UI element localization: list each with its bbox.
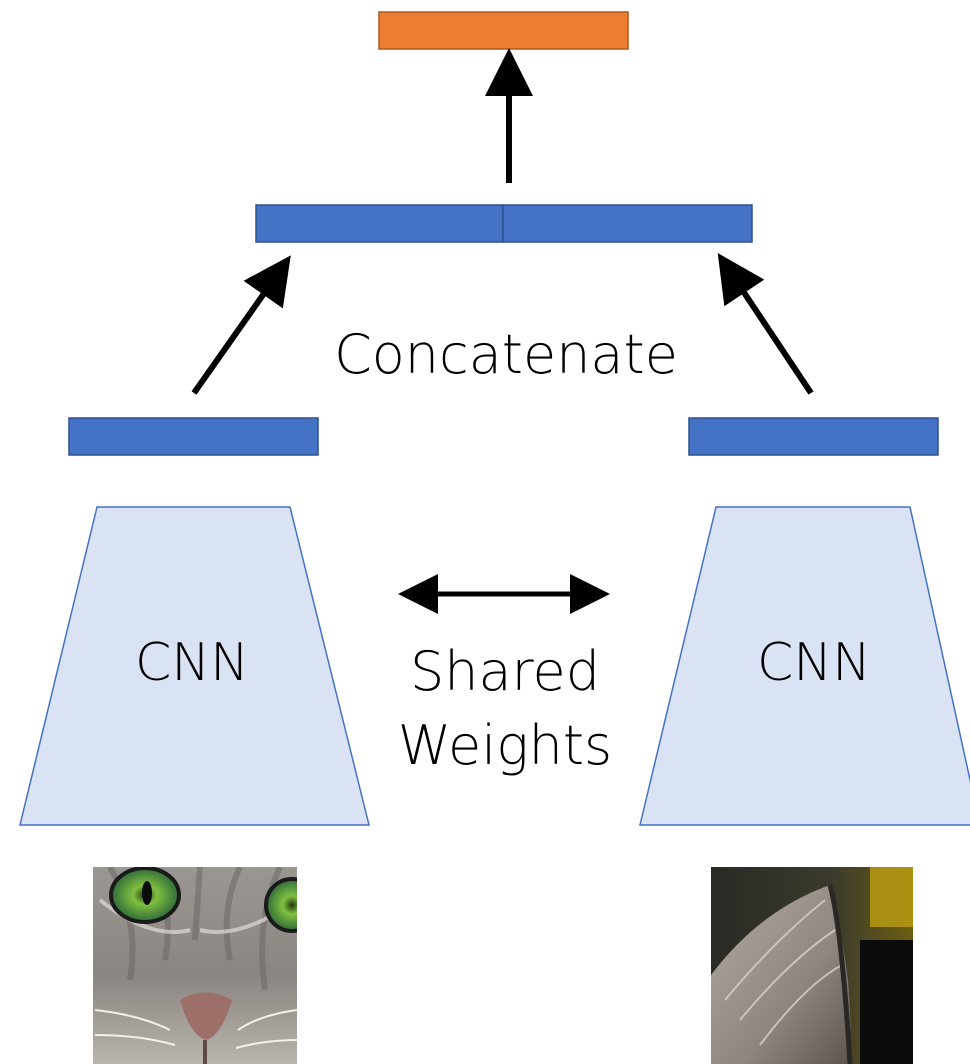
weights-label: Weights bbox=[398, 714, 612, 777]
output-vector bbox=[378, 11, 629, 50]
concat-vector-left-half bbox=[255, 204, 504, 243]
concat-vector-right-half bbox=[502, 204, 753, 243]
shared-label: Shared bbox=[410, 640, 600, 703]
left-feature-vector bbox=[68, 417, 319, 456]
right-concat-arrow bbox=[717, 253, 814, 395]
concatenate-label: Concatenate bbox=[334, 323, 678, 386]
left-cnn-label: CNN bbox=[135, 633, 249, 693]
cat-face-patch-image bbox=[93, 867, 297, 1064]
left-cnn-block bbox=[19, 506, 370, 826]
right-feature-vector bbox=[688, 417, 939, 456]
left-concat-arrow bbox=[191, 255, 291, 395]
cat-ear-patch-image bbox=[711, 867, 913, 1064]
right-cnn-block bbox=[639, 506, 970, 826]
right-cnn-label: CNN bbox=[757, 633, 871, 693]
